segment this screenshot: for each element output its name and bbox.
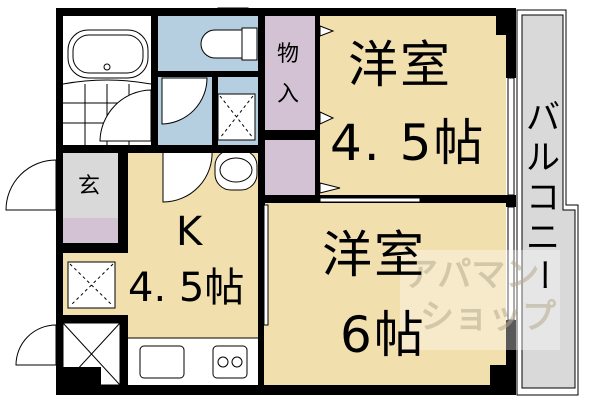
closet-label-1: 物 [277, 42, 300, 67]
balcony-char: ニ [526, 218, 560, 258]
kitchen-size: 4. 5帖 [128, 265, 245, 311]
balcony-char: ー [522, 258, 562, 292]
room1-name: 洋室 [348, 36, 452, 94]
closet-upper [265, 15, 315, 130]
closet-lower [265, 140, 315, 195]
kitchen-name: K [176, 209, 203, 255]
shoe-storage [63, 218, 118, 243]
room1-floor [318, 15, 506, 195]
closet-label-2: 入 [277, 82, 300, 107]
kitchen-floor [62, 153, 258, 385]
balcony-char: バ [526, 98, 560, 138]
balcony-area [516, 9, 579, 396]
room2-size: 6帖 [340, 306, 426, 364]
watermark: アパマン ショップ [400, 250, 560, 350]
room1-size: 4. 5帖 [330, 114, 486, 172]
balcony-char: ル [526, 138, 560, 178]
room2-floor [264, 203, 506, 385]
balcony-char: コ [526, 178, 560, 218]
room2-name: 洋室 [322, 226, 426, 284]
entrance-floor [63, 153, 118, 218]
balcony-label: バ ル コ ニ ー [522, 98, 564, 292]
watermark-line2: ショップ [420, 297, 556, 337]
entrance-label: 玄 [78, 174, 101, 199]
watermark-line1: アパマン [404, 255, 540, 295]
